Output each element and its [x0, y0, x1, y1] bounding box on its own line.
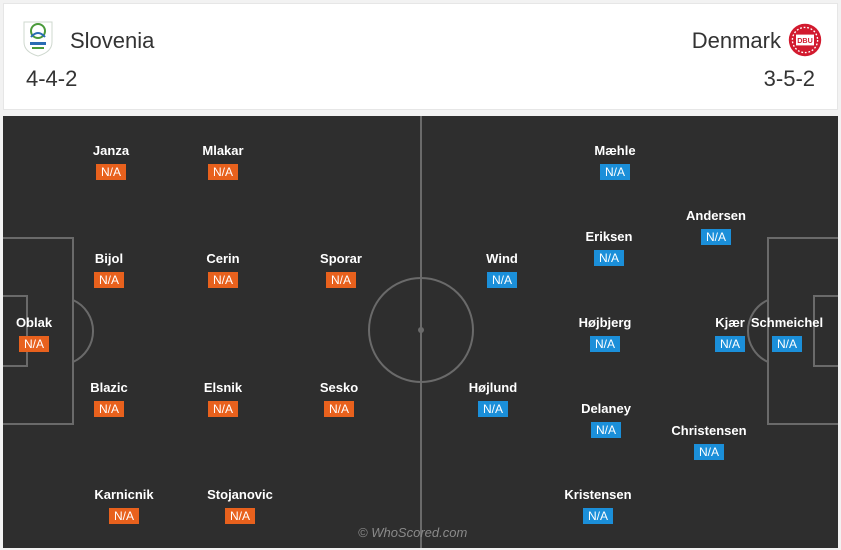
player-name: Schmeichel	[750, 315, 824, 330]
left-penalty-box	[3, 237, 74, 425]
player-andersen[interactable]: Andersen N/A	[671, 208, 761, 246]
home-formation: 4-4-2	[26, 66, 78, 91]
player-janza[interactable]: Janza N/A	[66, 143, 156, 181]
dbu-logo-text: DBU	[797, 36, 813, 45]
player-eriksen[interactable]: Eriksen N/A	[564, 229, 654, 267]
pitch: Janza N/A Mlakar N/A Bijol N/A Cerin N/A…	[3, 116, 838, 548]
player-rating: N/A	[94, 401, 124, 417]
player-rating: N/A	[208, 164, 238, 180]
player-name: Stojanovic	[207, 487, 273, 502]
player-name: Wind	[486, 251, 518, 266]
player-rating: N/A	[590, 336, 620, 352]
player-delaney[interactable]: Delaney N/A	[561, 401, 651, 439]
player-name: Højlund	[468, 380, 518, 395]
player-name: Kristensen	[564, 487, 632, 502]
right-goal-box	[813, 295, 838, 367]
player-rating: N/A	[715, 336, 745, 352]
player-name: Mæhle	[594, 143, 636, 158]
player-name: Cerin	[206, 251, 240, 266]
whoscored-watermark: © WhoScored.com	[358, 525, 468, 540]
player-name: Andersen	[686, 208, 746, 223]
pitch-markings	[3, 116, 838, 548]
player-rating: N/A	[326, 272, 356, 288]
player-rating: N/A	[701, 229, 731, 245]
player-name: Sporar	[320, 251, 362, 266]
player-rating: N/A	[694, 444, 724, 460]
player-name: Christensen	[671, 423, 747, 438]
away-team-name[interactable]: Denmark	[691, 28, 781, 53]
player-name: Sesko	[319, 380, 359, 395]
player-rating: N/A	[208, 272, 238, 288]
player-rating: N/A	[478, 401, 508, 417]
player-hojbjerg[interactable]: Højbjerg N/A	[560, 315, 650, 353]
right-penalty-arc	[747, 299, 769, 363]
center-circle	[368, 277, 474, 383]
center-spot	[418, 327, 424, 333]
player-name: Oblak	[15, 315, 53, 330]
player-name: Eriksen	[585, 229, 633, 244]
player-blazic[interactable]: Blazic N/A	[64, 380, 154, 418]
player-rating: N/A	[600, 164, 630, 180]
player-name: Kjær	[715, 315, 745, 330]
player-rating: N/A	[591, 422, 621, 438]
player-rating: N/A	[96, 164, 126, 180]
player-rating: N/A	[772, 336, 802, 352]
player-rating: N/A	[225, 508, 255, 524]
player-maehle[interactable]: Mæhle N/A	[570, 143, 660, 181]
player-rating: N/A	[594, 250, 624, 266]
player-name: Karnicnik	[94, 487, 154, 502]
player-rating: N/A	[208, 401, 238, 417]
player-cerin[interactable]: Cerin N/A	[178, 251, 268, 289]
dbu-crest-icon: DBU	[788, 23, 822, 57]
player-kristensen[interactable]: Kristensen N/A	[553, 487, 643, 525]
player-karnicnik[interactable]: Karnicnik N/A	[79, 487, 169, 525]
slovenia-crest-icon	[23, 21, 53, 57]
player-name: Bijol	[94, 251, 124, 266]
player-stojanovic[interactable]: Stojanovic N/A	[195, 487, 285, 525]
player-rating: N/A	[94, 272, 124, 288]
player-rating: N/A	[487, 272, 517, 288]
player-kjaer[interactable]: Kjær N/A	[685, 315, 775, 353]
player-wind[interactable]: Wind N/A	[457, 251, 547, 289]
away-formation: 3-5-2	[763, 66, 815, 91]
player-rating: N/A	[19, 336, 49, 352]
player-bijol[interactable]: Bijol N/A	[64, 251, 154, 289]
player-name: Højbjerg	[578, 315, 632, 330]
player-rating: N/A	[583, 508, 613, 524]
player-name: Delaney	[581, 401, 631, 416]
player-oblak[interactable]: Oblak N/A	[3, 315, 79, 353]
left-penalty-arc	[72, 299, 94, 363]
player-name: Blazic	[90, 380, 128, 395]
player-elsnik[interactable]: Elsnik N/A	[178, 380, 268, 418]
player-sesko[interactable]: Sesko N/A	[294, 380, 384, 418]
player-sporar[interactable]: Sporar N/A	[296, 251, 386, 289]
player-rating: N/A	[109, 508, 139, 524]
player-mlakar[interactable]: Mlakar N/A	[178, 143, 268, 181]
player-rating: N/A	[324, 401, 354, 417]
player-name: Mlakar	[202, 143, 244, 158]
home-team-name[interactable]: Slovenia	[70, 28, 155, 53]
match-header: Slovenia 4-4-2 Denmark DBU 3-5-2	[3, 3, 838, 110]
player-hojlund[interactable]: Højlund N/A	[448, 380, 538, 418]
player-schmeichel[interactable]: Schmeichel N/A	[742, 315, 832, 353]
player-name: Elsnik	[203, 380, 243, 395]
left-goal-box	[3, 295, 28, 367]
right-penalty-box	[767, 237, 838, 425]
player-name: Janza	[92, 143, 130, 158]
player-christensen[interactable]: Christensen N/A	[664, 423, 754, 461]
